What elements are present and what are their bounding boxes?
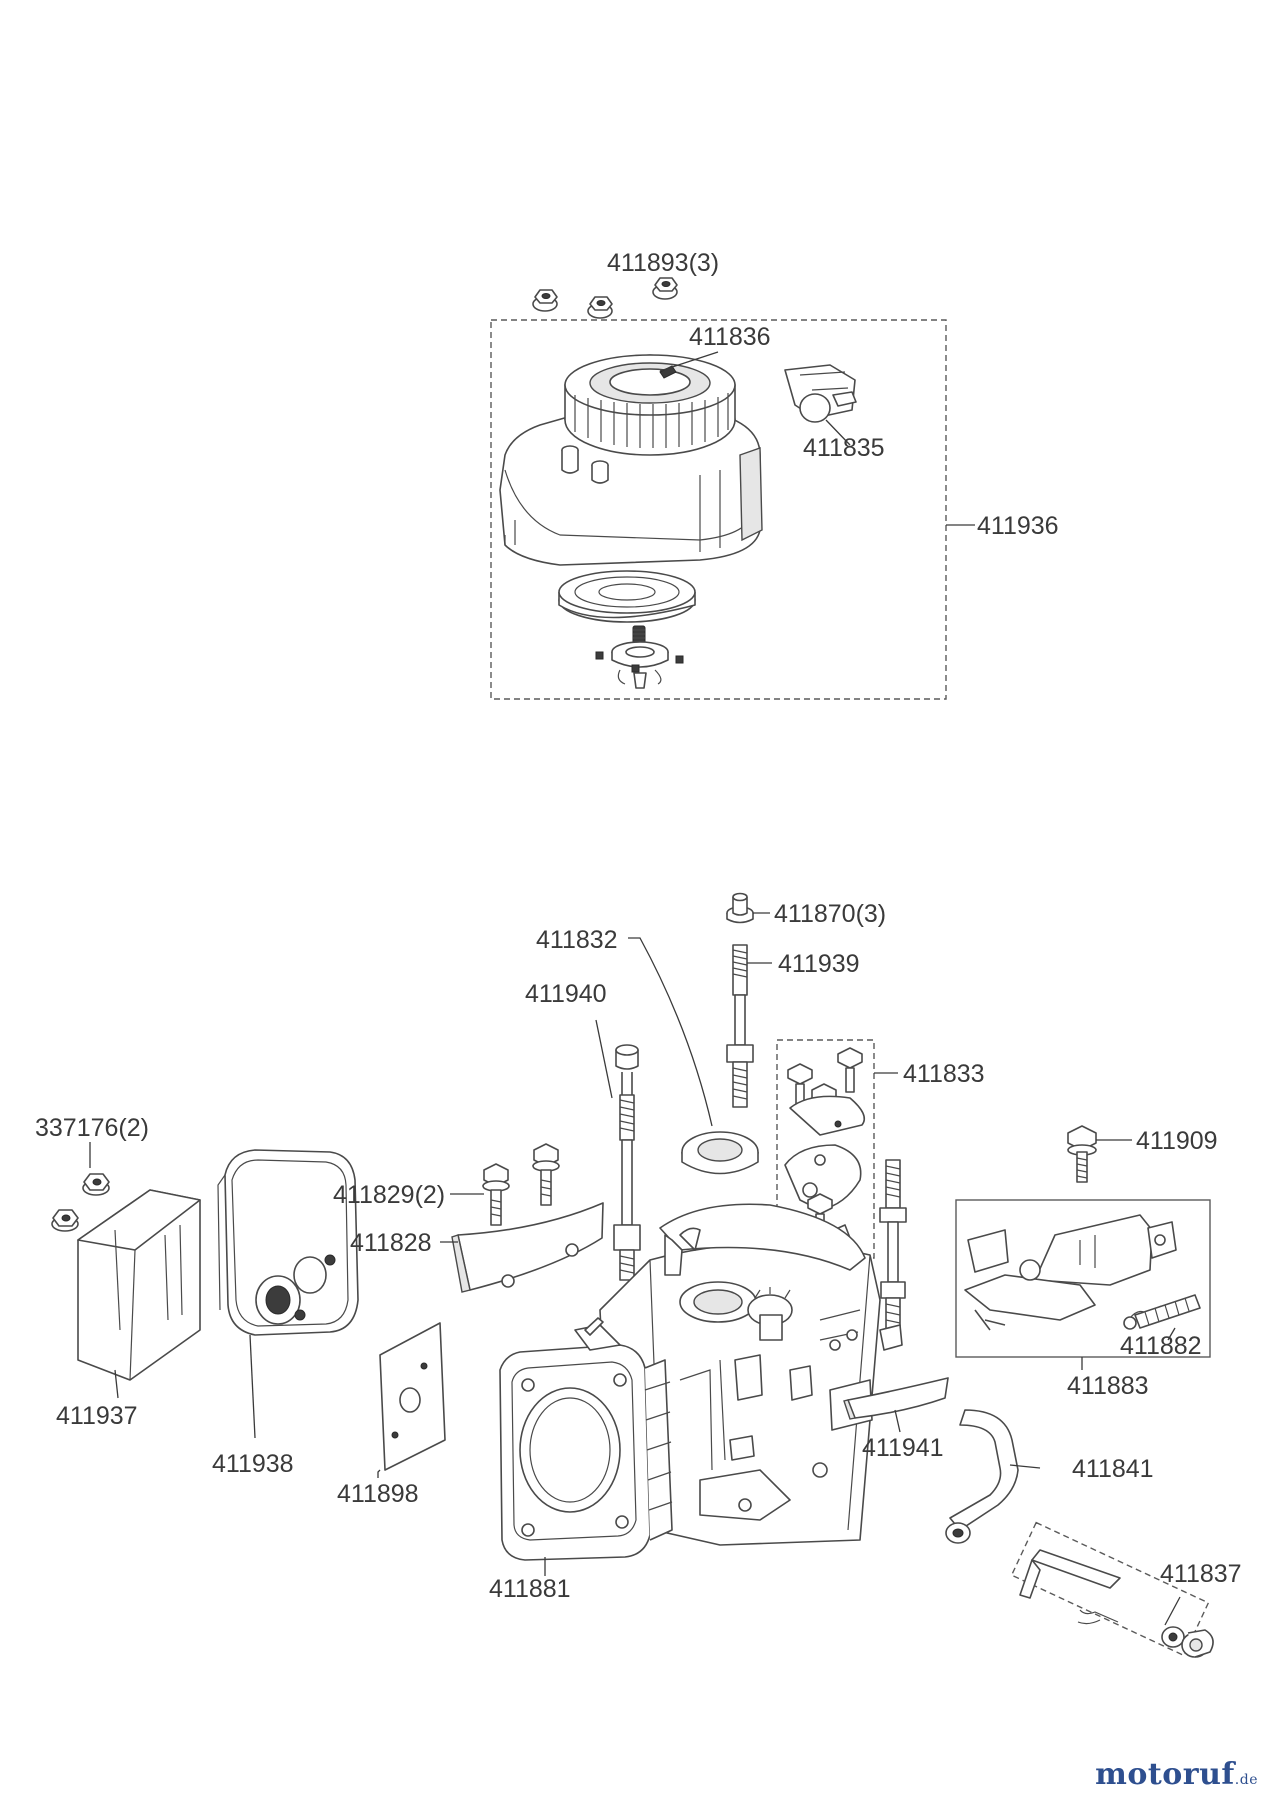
flange-nut <box>652 277 678 300</box>
bolt-pair <box>482 1143 560 1226</box>
part-label-411829: 411829(2) <box>333 1181 445 1209</box>
nut-group <box>51 1173 110 1232</box>
flange-nut-group <box>532 277 678 319</box>
part-label-411841: 411841 <box>1072 1455 1154 1483</box>
governor-bolts <box>787 1047 866 1136</box>
part-label-411893: 411893(3) <box>607 249 719 277</box>
hex-bolt <box>1067 1125 1097 1183</box>
bracket-group-box <box>955 1199 1211 1358</box>
muffler <box>217 1149 359 1336</box>
part-label-337176: 337176(2) <box>35 1114 149 1142</box>
engine-block <box>499 1203 903 1561</box>
part-label-411936: 411936 <box>977 512 1059 540</box>
flange-nut <box>587 296 613 319</box>
assembly-group-box <box>490 319 947 700</box>
stud-bolt <box>726 944 754 1108</box>
part-label-411939: 411939 <box>778 950 860 978</box>
stud-bolt-right <box>879 1159 907 1334</box>
part-label-411909: 411909 <box>1136 1127 1218 1155</box>
dowel-pin <box>726 892 754 924</box>
oil-seal <box>681 1131 759 1175</box>
bolt <box>532 1143 560 1206</box>
part-label-411882: 411882 <box>1120 1332 1202 1360</box>
muffler-heat-shield <box>77 1189 201 1381</box>
governor-plate <box>784 1144 862 1211</box>
part-label-411832: 411832 <box>536 926 618 954</box>
part-label-411837: 411837 <box>1160 1560 1242 1588</box>
starter-handle <box>784 364 857 423</box>
starter-housing <box>499 354 763 566</box>
hex-nut <box>82 1173 110 1196</box>
part-label-411835: 411835 <box>803 434 885 462</box>
tension-spring <box>1123 1294 1201 1330</box>
part-label-411833: 411833 <box>903 1060 985 1088</box>
part-label-411828: 411828 <box>350 1229 432 1257</box>
part-label-411940: 411940 <box>525 980 607 1008</box>
throttle-bracket <box>964 1214 1177 1331</box>
linkage-group-box <box>1010 1521 1210 1657</box>
part-label-411938: 411938 <box>212 1450 294 1478</box>
fuel-hose <box>945 1409 1019 1544</box>
part-label-411870: 411870(3) <box>774 900 886 928</box>
bolt <box>482 1163 510 1226</box>
part-label-411836: 411836 <box>689 323 771 351</box>
starter-pulley <box>558 570 696 623</box>
logo-domain: .de <box>1234 1772 1258 1788</box>
side-shroud <box>843 1377 949 1420</box>
cylinder-shroud <box>451 1202 604 1293</box>
stud-bolt-long <box>613 1044 641 1281</box>
part-label-411883: 411883 <box>1067 1372 1149 1400</box>
part-label-411941: 411941 <box>862 1434 944 1462</box>
choke-linkage <box>1019 1549 1214 1658</box>
exhaust-gasket <box>379 1322 446 1471</box>
hex-nut <box>51 1209 79 1232</box>
part-label-411937: 411937 <box>56 1402 138 1430</box>
flange-nut <box>532 289 558 312</box>
starter-ratchet <box>595 625 684 689</box>
part-label-411898: 411898 <box>337 1480 419 1508</box>
part-label-411881: 411881 <box>489 1575 571 1603</box>
logo-text: motoruf <box>1095 1757 1235 1792</box>
brand-logo: motoruf.de <box>1095 1757 1258 1792</box>
